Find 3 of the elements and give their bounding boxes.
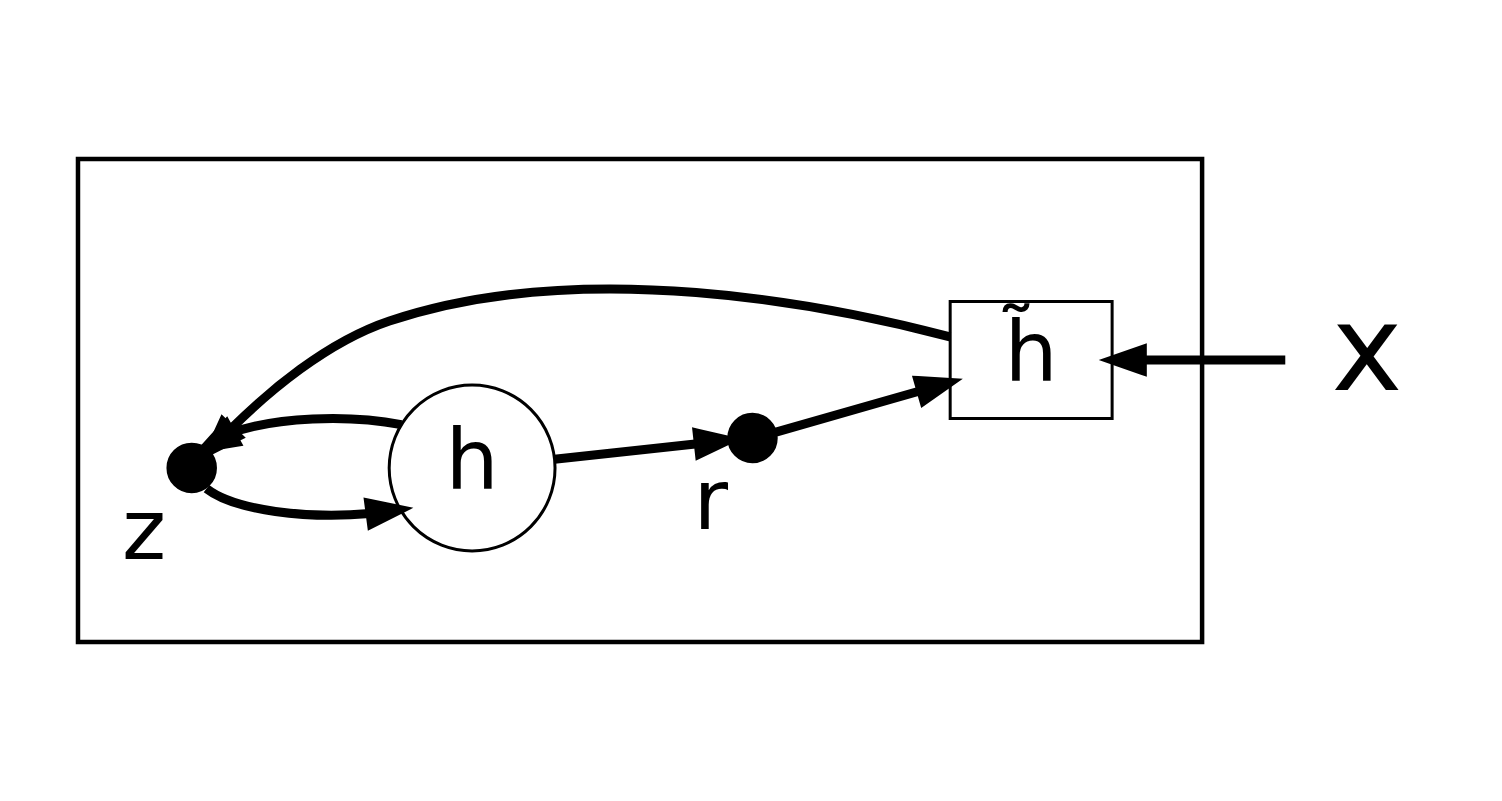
node-label: z <box>121 480 166 579</box>
node-text: x <box>1331 279 1403 418</box>
node-label: r <box>693 450 728 549</box>
